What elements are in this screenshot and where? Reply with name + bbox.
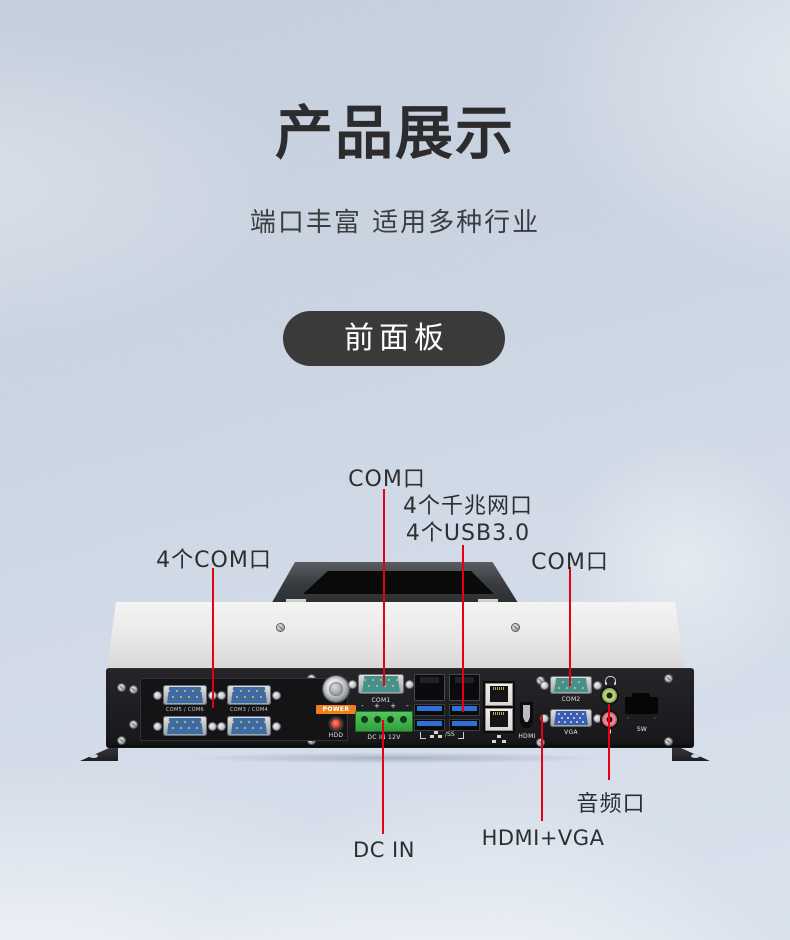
dc-polarity-marks: - + + -	[361, 702, 413, 710]
hdmi-label: HDMI	[518, 733, 536, 740]
foot-hole	[89, 754, 98, 758]
lan-pair-cutout	[483, 681, 515, 733]
callout-line-hdmivga	[541, 716, 543, 821]
hdd-label: HDD	[328, 732, 344, 739]
com-port	[154, 716, 216, 736]
db9-face	[554, 711, 588, 725]
callout-dcin: DC IN	[353, 838, 415, 862]
usb3-port	[449, 704, 480, 716]
hdmi-port	[520, 702, 533, 728]
callout-usb-line2: 4个USB3.0	[405, 521, 531, 546]
screw-icon	[665, 738, 672, 745]
com5-com6-port	[154, 685, 216, 705]
callout-hdmivga: HDMI+VGA	[481, 826, 605, 850]
com2-port	[541, 676, 601, 694]
db9-pins	[232, 690, 234, 692]
device-chassis	[107, 602, 684, 668]
mount-recess	[303, 571, 494, 594]
page-subtitle: 端口丰富 适用多种行业	[249, 208, 541, 238]
power-button	[323, 676, 349, 702]
callout-line-dcin	[382, 720, 384, 834]
db9-face	[231, 718, 267, 734]
switch-cutout	[625, 693, 658, 714]
com3-com4-port	[218, 685, 280, 705]
vga-label: VGA	[564, 729, 578, 736]
vesa-mount-bracket	[270, 562, 520, 606]
screw-icon	[537, 677, 544, 684]
callout-line-4com	[212, 568, 214, 708]
usb3-port	[414, 704, 445, 716]
usb3-port	[414, 719, 445, 731]
ethernet-icon	[497, 735, 501, 738]
db9-face	[167, 687, 203, 703]
vga-port	[541, 709, 601, 727]
headphone-jack	[602, 688, 617, 703]
db9-face	[362, 676, 400, 692]
lan-port	[485, 683, 513, 706]
io-panel: COM5 / COM6 COM3 / COM4 POWER HDD COM1 -…	[106, 668, 694, 748]
screw-icon	[118, 684, 125, 691]
headphone-icon	[605, 676, 616, 685]
callout-line-com2	[569, 567, 571, 686]
dc-in-label: DC IN 12V	[367, 734, 401, 741]
device-shadow	[95, 750, 695, 766]
callout-lan-usb: 4个千兆网口 4个USB3.0	[403, 493, 533, 547]
callout-audio: 音频口	[576, 792, 646, 817]
power-label: POWER	[316, 705, 356, 714]
db9-face	[231, 687, 267, 703]
screw-icon	[665, 675, 672, 682]
foot-hole	[691, 754, 700, 758]
dc-in-terminal	[355, 711, 413, 732]
lan-usb-group-marking: /SS	[420, 730, 464, 739]
screw-icon	[118, 737, 125, 744]
com1-port	[349, 674, 413, 694]
screw-icon	[130, 686, 137, 693]
ethernet-icon	[434, 731, 438, 734]
switch-dot	[654, 717, 656, 719]
com-ports-recessed-box: COM5 / COM6 COM3 / COM4	[140, 678, 348, 741]
sw-label: SW	[636, 726, 648, 733]
com3-com4-label: COM3 / COM4	[229, 707, 269, 713]
screw-icon	[512, 624, 519, 631]
vga-pins	[558, 713, 560, 715]
com2-label: COM2	[561, 696, 581, 703]
db9-pins	[168, 721, 170, 723]
com1-label: COM1	[371, 697, 391, 704]
screw-icon	[277, 624, 284, 631]
lan-port	[485, 708, 513, 731]
page-title: 产品展示	[274, 99, 515, 167]
callout-lan-line1: 4个千兆网口	[403, 494, 533, 519]
screw-icon	[130, 721, 137, 728]
db9-pins	[168, 690, 170, 692]
usb3-port	[449, 719, 480, 731]
lan-port	[449, 674, 480, 701]
bracket-corner	[457, 732, 464, 739]
db9-face	[167, 718, 203, 734]
com-port	[218, 716, 280, 736]
callout-line-com1	[383, 489, 385, 686]
switch-dot	[627, 717, 629, 719]
callout-4com: 4个COM口	[156, 548, 272, 573]
callout-com-top: COM口	[348, 467, 426, 492]
callout-com-right: COM口	[531, 550, 609, 575]
com5-com6-label: COM5 / COM6	[165, 707, 205, 713]
bracket-corner	[420, 732, 426, 739]
hdd-led	[331, 719, 341, 729]
db9-pins	[364, 679, 366, 681]
front-panel-badge: 前面板	[283, 311, 505, 366]
screw-icon	[537, 739, 544, 746]
lan-port	[414, 674, 445, 701]
superspeed-label: /SS	[445, 731, 455, 738]
db9-face	[554, 678, 588, 692]
callout-line-audio	[608, 704, 610, 780]
db9-pins	[232, 721, 234, 723]
callout-line-usb	[462, 545, 464, 712]
db9-pins	[554, 681, 556, 683]
